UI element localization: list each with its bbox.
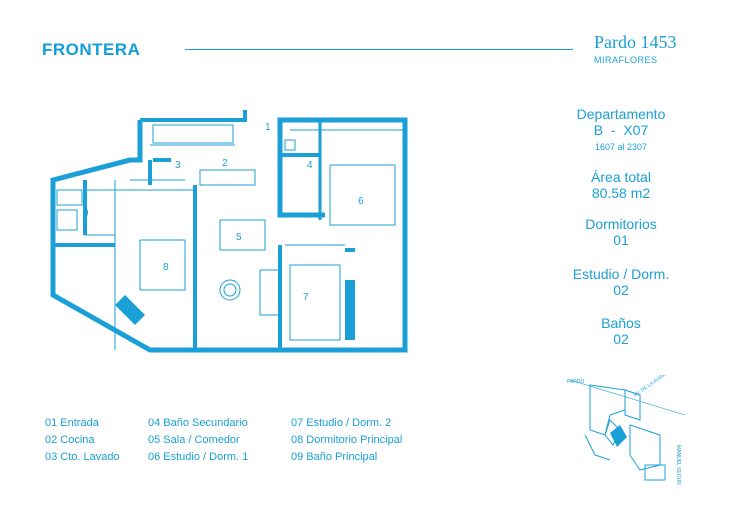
area-info: Área total 80.58 m2 — [540, 169, 702, 201]
legend-item: 01 Entrada — [45, 417, 99, 429]
unit-code: B - X07 — [593, 122, 649, 138]
room-number-2: 2 — [222, 158, 228, 169]
unit-floors: 1607 al 2307 — [594, 142, 648, 152]
room-number-6: 6 — [358, 196, 364, 207]
project-name: Pardo 1453 — [594, 32, 677, 52]
floor-plan: 1 2 3 4 5 6 7 8 9 — [50, 110, 408, 353]
legend-item: 05 Sala / Comedor — [148, 434, 240, 446]
legend-item: 07 Estudio / Dorm. 2 — [291, 417, 392, 429]
header-divider — [185, 49, 573, 50]
room-number-7: 7 — [303, 292, 309, 303]
study-label: Estudio / Dorm. — [572, 266, 670, 282]
legend-item: 09 Baño Principal — [291, 451, 378, 463]
baths-value: 02 — [613, 331, 629, 347]
study-value: 02 — [613, 282, 629, 298]
study-info: Estudio / Dorm. 02 — [540, 266, 702, 298]
bedrooms-info: Dormitorios 01 — [540, 216, 702, 248]
bedrooms-label: Dormitorios — [585, 216, 657, 232]
legend-column-1: 01 Entrada 02 Cocina 03 Cto. Lavado — [45, 415, 120, 466]
legend-column-3: 07 Estudio / Dorm. 2 08 Dormitorio Princ… — [291, 415, 402, 466]
baths-label: Baños — [601, 315, 641, 331]
unit-info: Departamento B - X07 1607 al 2307 — [540, 106, 702, 154]
bedrooms-value: 01 — [613, 232, 629, 248]
legend-item: 03 Cto. Lavado — [45, 451, 120, 463]
location-map: PARDO AV. DE LA AVIACIÓN MANUEL SEGURA — [567, 375, 686, 485]
room-number-9: 9 — [83, 208, 89, 219]
area-value: 80.58 m2 — [591, 185, 651, 201]
room-number-8: 8 — [163, 262, 169, 273]
room-number-1: 1 — [265, 122, 271, 133]
room-number-4: 4 — [307, 160, 313, 171]
legend-item: 02 Cocina — [45, 434, 95, 446]
baths-info: Baños 02 — [540, 315, 702, 347]
street-label: MANUEL SEGURA — [675, 445, 681, 485]
street-label: AV. DE LA AVIACIÓN — [632, 375, 675, 399]
unit-type: Departamento — [576, 106, 666, 122]
legend-item: 04 Baño Secundario — [148, 417, 248, 429]
street-label: PARDO — [567, 379, 585, 385]
project-district: MIRAFLORES — [594, 55, 658, 65]
room-number-3: 3 — [175, 160, 181, 171]
legend-item: 06 Estudio / Dorm. 1 — [148, 451, 249, 463]
room-number-5: 5 — [236, 232, 242, 243]
legend-item: 08 Dormitorio Principal — [291, 434, 403, 446]
legend-column-2: 04 Baño Secundario 05 Sala / Comedor 06 … — [148, 415, 248, 466]
area-label: Área total — [591, 169, 651, 185]
brand-logo: FRONTERA — [42, 40, 141, 59]
